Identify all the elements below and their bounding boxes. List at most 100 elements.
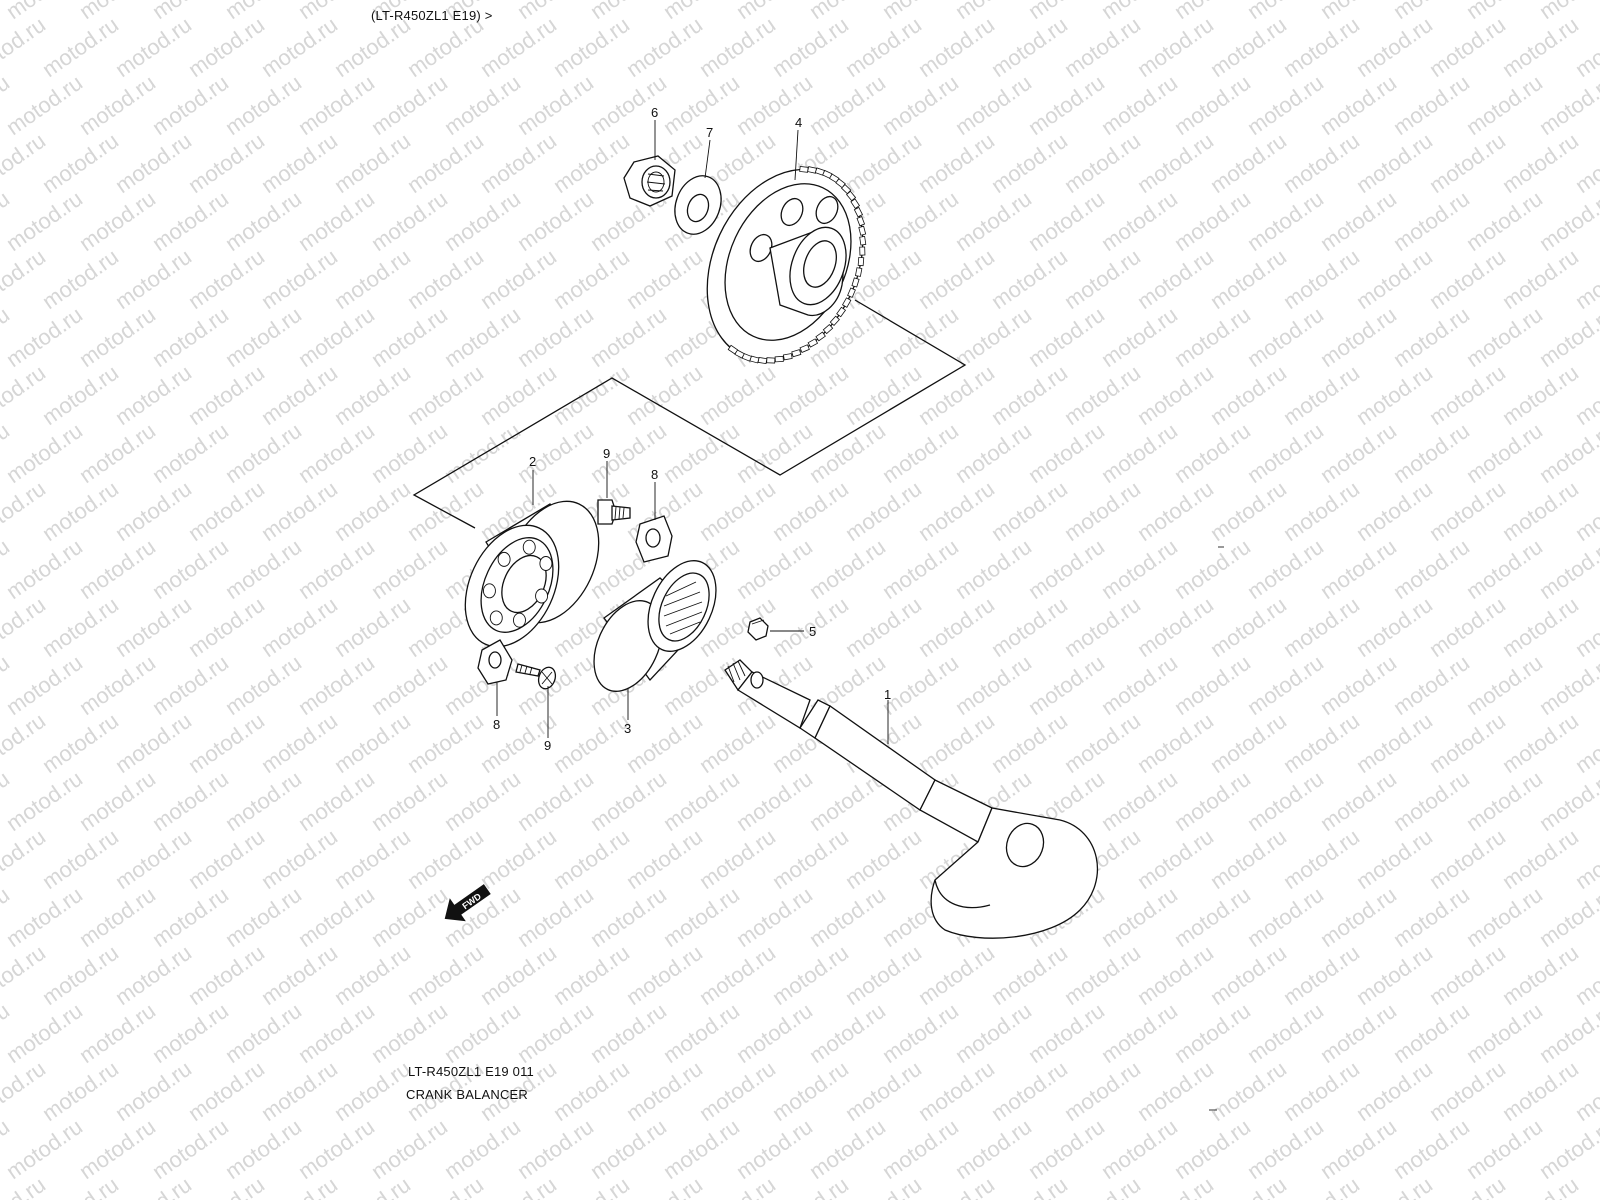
watermark-text: motod.ru (257, 708, 342, 778)
watermark-text: motod.ru (1498, 128, 1583, 198)
watermark-text: motod.ru (221, 882, 306, 952)
watermark-text: motod.ru (367, 998, 452, 1068)
watermark-text: motod.ru (1024, 302, 1109, 372)
watermark-text: motod.ru (148, 882, 233, 952)
screw-icon-lower (515, 663, 557, 690)
watermark-text: motod.ru (1462, 186, 1547, 256)
watermark-text: motod.ru (768, 12, 853, 82)
watermark-text: motod.ru (549, 128, 634, 198)
watermark-text: motod.ru (695, 360, 780, 430)
watermark-text: motod.ru (513, 1114, 598, 1184)
watermark-text: motod.ru (1060, 476, 1145, 546)
watermark-text: motod.ru (1316, 70, 1401, 140)
watermark-text: motod.ru (1352, 824, 1437, 894)
watermark-text: motod.ru (476, 824, 561, 894)
watermark-text: motod.ru (914, 708, 999, 778)
watermark-text: motod.ru (1279, 940, 1364, 1010)
watermark-text: motod.ru (841, 824, 926, 894)
gear-tooth (859, 236, 867, 246)
watermark-text: motod.ru (513, 302, 598, 372)
watermark-text: motod.ru (221, 70, 306, 140)
watermark-text: motod.ru (1316, 650, 1401, 720)
watermark-text: motod.ru (1024, 70, 1109, 140)
needle-bearing-icon (593, 560, 717, 692)
watermark-text: motod.ru (38, 360, 123, 430)
watermark-text: motod.ru (403, 824, 488, 894)
watermark-text: motod.ru (1060, 12, 1145, 82)
watermark-text: motod.ru (294, 998, 379, 1068)
watermark-text: motod.ru (1389, 766, 1474, 836)
watermark-text: motod.ru (184, 1172, 269, 1200)
watermark-text: motod.ru (622, 940, 707, 1010)
watermark-text: motod.ru (987, 708, 1072, 778)
watermark-text: motod.ru (1389, 418, 1474, 488)
watermark-text: motod.ru (914, 12, 999, 82)
watermark-text: motod.ru (878, 998, 963, 1068)
watermark-text: motod.ru (367, 1114, 452, 1184)
watermark-text: motod.ru (1133, 360, 1218, 430)
watermark-text: motod.ru (659, 766, 744, 836)
watermark-text: motod.ru (1352, 360, 1437, 430)
watermark-text: motod.ru (367, 650, 452, 720)
watermark-text: motod.ru (1060, 592, 1145, 662)
balancer-shaft-icon (724, 659, 1099, 939)
watermark-text: motod.ru (695, 476, 780, 546)
callouts: 1 2 3 4 5 6 7 8 8 9 9 (493, 105, 891, 753)
watermark-text: motod.ru (294, 650, 379, 720)
bearing-ball (482, 583, 496, 599)
watermark-text: motod.ru (367, 186, 452, 256)
gear-tooth (858, 225, 867, 236)
watermark-text: motod.ru (1243, 1114, 1328, 1184)
watermark-text: motod.ru (184, 824, 269, 894)
watermark-text: motod.ru (513, 186, 598, 256)
diagram-code: LT-R450ZL1 E19 011 (408, 1064, 534, 1079)
watermark-text: motod.ru (2, 1114, 87, 1184)
watermark-text: motod.ru (1352, 1172, 1437, 1200)
watermark-text: motod.ru (1206, 360, 1291, 430)
watermark-text: motod.ru (1316, 186, 1401, 256)
watermark-text: motod.ru (768, 824, 853, 894)
watermark-text: motod.ru (1425, 940, 1510, 1010)
watermark-text: motod.ru (622, 244, 707, 314)
watermark-text: motod.ru (695, 1172, 780, 1200)
watermark-text: motod.ru (1097, 650, 1182, 720)
watermark-text: motod.ru (1024, 650, 1109, 720)
watermark-text: motod.ru (768, 1056, 853, 1126)
watermark-text: motod.ru (549, 12, 634, 82)
watermark-text: motod.ru (367, 70, 452, 140)
watermark-text: motod.ru (1170, 766, 1255, 836)
bearing-ball (513, 612, 526, 628)
callout-5: 5 (809, 624, 816, 639)
watermark-text: motod.ru (294, 1114, 379, 1184)
watermark-text: motod.ru (111, 708, 196, 778)
watermark-text: motod.ru (1316, 302, 1401, 372)
watermark-text: motod.ru (1170, 186, 1255, 256)
watermark-text: motod.ru (1133, 12, 1218, 82)
watermark-text: motod.ru (1462, 998, 1547, 1068)
watermark-text: motod.ru (1498, 940, 1583, 1010)
watermark-text: motod.ru (0, 244, 50, 314)
watermark-text: motod.ru (403, 244, 488, 314)
watermark-text: motod.ru (732, 998, 817, 1068)
watermark-text: motod.ru (75, 766, 160, 836)
watermark-text: motod.ru (1060, 1056, 1145, 1126)
watermark-text: motod.ru (403, 708, 488, 778)
watermark-text: motod.ru (1462, 882, 1547, 952)
watermark-text: motod.ru (403, 360, 488, 430)
watermark-text: motod.ru (987, 244, 1072, 314)
gear-tooth (799, 344, 810, 353)
watermark-text: motod.ru (1425, 708, 1510, 778)
watermark-text: motod.ru (148, 418, 233, 488)
watermark-text: motod.ru (294, 302, 379, 372)
gear-tooth (853, 206, 864, 218)
watermark-text: motod.ru (1133, 708, 1218, 778)
watermark-text: motod.ru (1462, 1114, 1547, 1184)
watermark-text: motod.ru (111, 128, 196, 198)
watermark-text: motod.ru (1316, 882, 1401, 952)
gear-tooth (847, 287, 856, 298)
watermark-text: motod.ru (1462, 650, 1547, 720)
watermark-text: motod.ru (184, 708, 269, 778)
watermark-text: motod.ru (1498, 708, 1583, 778)
watermark-text: motod.ru (622, 1172, 707, 1200)
watermark-text: motod.ru (476, 1172, 561, 1200)
